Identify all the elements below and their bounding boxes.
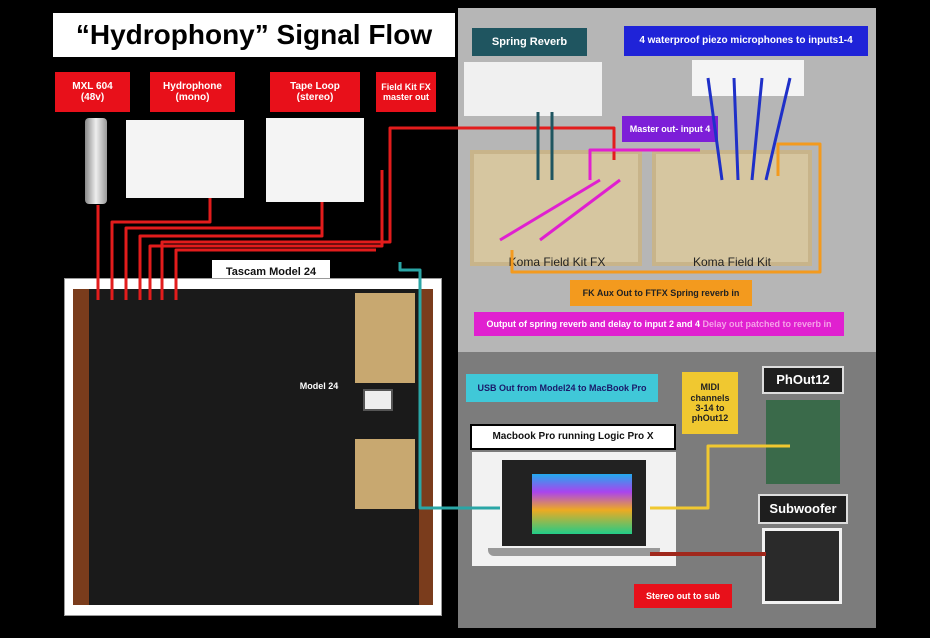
hydrophone-label: Hydrophone (mono) <box>150 72 235 112</box>
midi-channels-label: MIDI channels 3-14 to phOut12 <box>682 372 738 434</box>
macbook-base <box>488 548 660 556</box>
mixer-brand-label: Model 24 <box>299 381 339 391</box>
subwoofer-label: Subwoofer <box>758 494 848 524</box>
spring-reverb-label: Spring Reverb <box>472 28 587 56</box>
midi-line <box>650 444 790 510</box>
tascam-model-24-mixer: Model 24 <box>64 278 442 616</box>
piezo-cable-4 <box>764 77 792 181</box>
koma-field-kit-label: Koma Field Kit <box>692 255 772 270</box>
tape-loop-label: Tape Loop (stereo) <box>270 72 360 112</box>
delay-patch-line-a <box>499 178 601 242</box>
mixer-display <box>363 389 393 411</box>
koma-field-kit-device <box>652 150 812 266</box>
tape-loop-image <box>266 118 364 202</box>
fieldkit-out-a-line <box>148 170 384 300</box>
hydrophone-image <box>126 120 244 198</box>
phout12-board-image <box>766 400 840 484</box>
delay-patch-line-b <box>539 178 621 242</box>
macbook-pro-label: Macbook Pro running Logic Pro X <box>470 424 676 450</box>
master-out-input-4-label: Master out- input 4 <box>622 116 718 142</box>
fk-aux-out-label: FK Aux Out to FTFX Spring reverb in <box>570 280 752 306</box>
field-kit-fx-master-out-label: Field Kit FX master out <box>376 72 436 112</box>
mixer-lower-master <box>355 439 415 509</box>
stereo-out-to-sub-label: Stereo out to sub <box>634 584 732 608</box>
piezo-cable-1 <box>706 77 724 181</box>
subwoofer-image <box>762 528 842 604</box>
koma-field-kit-fx-label: Koma Field Kit FX <box>508 255 606 270</box>
piezo-cable-2 <box>732 77 740 181</box>
fieldkit-fx-to-mixer-line <box>160 126 616 300</box>
logic-pro-tracks <box>532 474 632 534</box>
mixer-master-section <box>355 293 415 383</box>
spring-output-label: Output of spring reverb and delay to inp… <box>474 312 844 336</box>
piezo-microphones-label: 4 waterproof piezo microphones to inputs… <box>624 26 868 56</box>
usb-line <box>398 262 500 510</box>
fieldkit-out-b-line <box>174 248 376 300</box>
piezo-cable-3 <box>750 77 764 181</box>
usb-out-label: USB Out from Model24 to MacBook Pro <box>466 374 658 402</box>
delay-patch-text: Delay out patched to reverb in <box>702 318 832 329</box>
hydrophone-to-mixer-line <box>110 198 212 300</box>
phout12-label: PhOut12 <box>762 366 844 394</box>
master-out-patch-line <box>588 148 700 180</box>
mixer-wood-left <box>73 289 89 605</box>
macbook-pro-image <box>472 452 676 566</box>
spring-reverb-image <box>464 62 602 116</box>
mxl-604-label: MXL 604 (48v) <box>55 72 130 112</box>
tape-right-to-mixer-line <box>138 202 324 300</box>
aux-out-loop-line <box>510 142 822 274</box>
mxl-604-microphone-image <box>85 118 107 204</box>
spring-output-text: Output of spring reverb and delay to inp… <box>486 318 700 329</box>
page-title: “Hydrophony” Signal Flow <box>50 10 458 60</box>
